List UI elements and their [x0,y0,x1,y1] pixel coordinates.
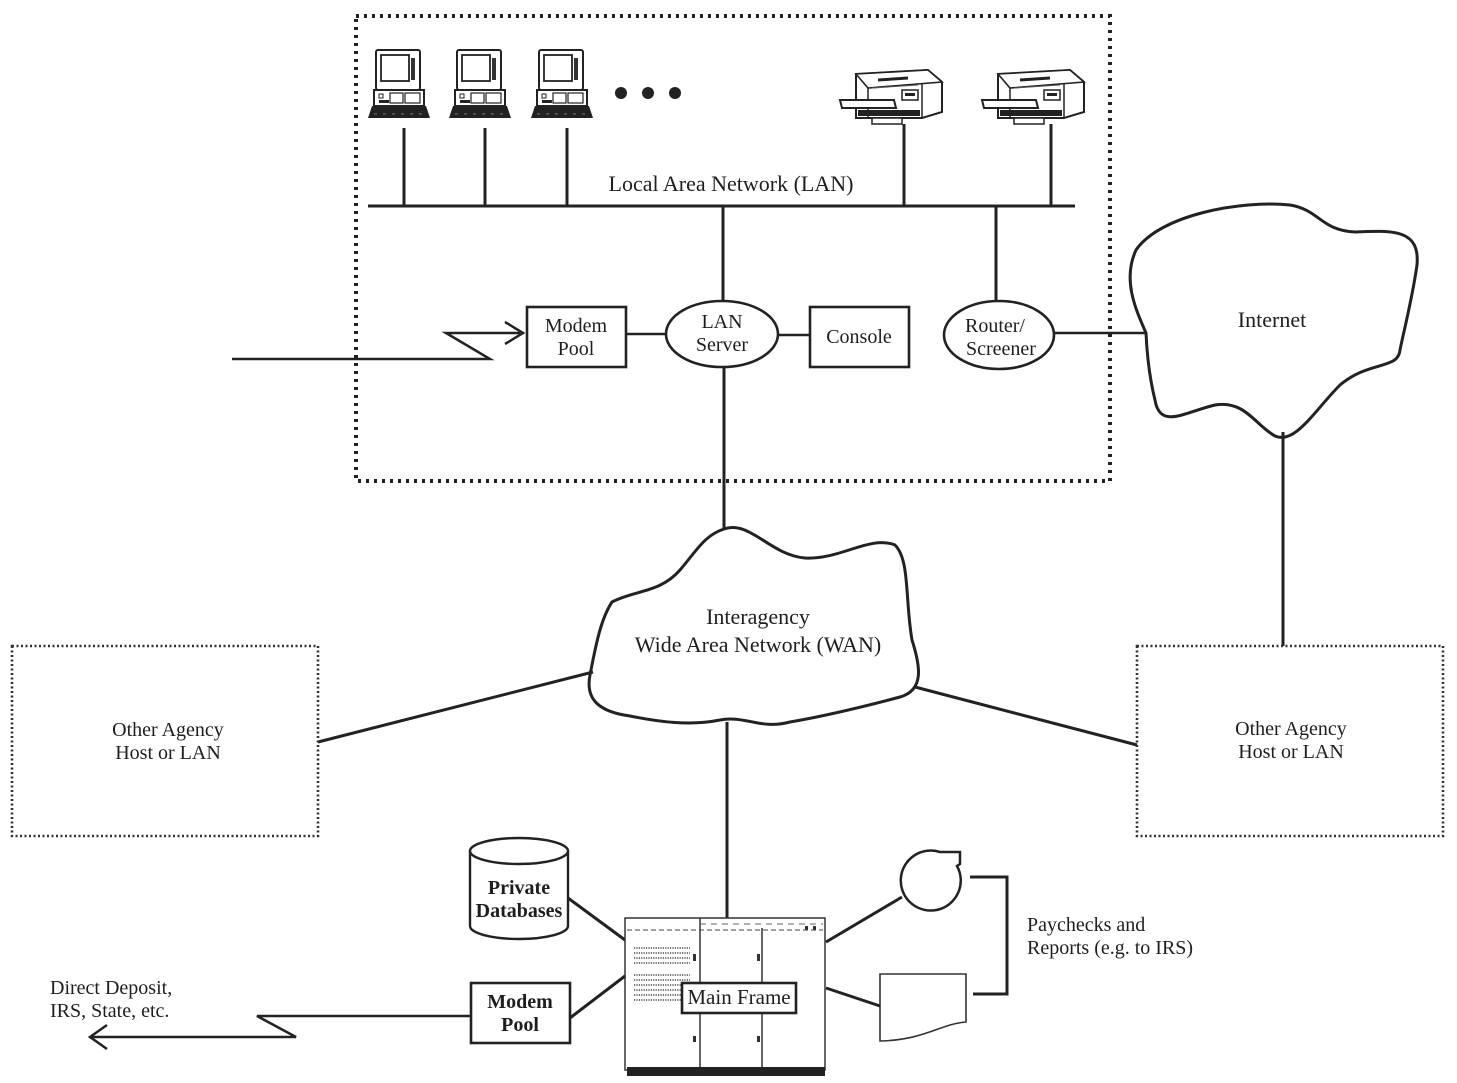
lan-server[interactable]: LAN Server [664,299,780,369]
external-outputs-line2: IRS, State, etc. [50,1000,169,1022]
other-agency-left-line1: Other Agency [112,719,224,741]
paychecks-line2: Reports (e.g. to IRS) [1027,937,1193,959]
printed-document[interactable] [879,973,967,1042]
mainframe-modem-pool-line1: Modem [487,991,553,1013]
router-line2: Screener [966,338,1036,360]
outbound-arrowhead-icon [87,1023,108,1051]
more-workstations-ellipsis-icon [615,87,681,99]
other-agency-right-line2: Host or LAN [1238,741,1344,763]
wan-line1: Interagency [706,604,810,629]
mainframe-label: Main Frame [687,985,790,1009]
desktop-computer-icon [367,49,431,119]
wan-line2: Wide Area Network (WAN) [635,632,882,657]
router-screener[interactable]: Router/ Screener [942,299,1056,371]
laser-printer-icon [980,68,1086,126]
external-outputs-line1: Direct Deposit, [50,977,172,999]
other-agency-right[interactable]: Other Agency Host or LAN [1135,644,1445,838]
dial-in-arrowhead-icon [504,320,526,346]
internet-cloud[interactable]: Internet [1128,202,1419,439]
desktop-computer-icon [448,49,512,119]
private-databases-line1: Private [488,877,550,899]
printed-document-icon [879,973,967,1042]
output-bracket [970,875,1009,996]
laser-printer-icon [838,68,944,126]
other-agency-left[interactable]: Other Agency Host or LAN [10,644,320,838]
paychecks-line1: Paychecks and [1027,914,1145,936]
router-line1: Router/ [965,315,1025,337]
workstation-3[interactable] [530,49,594,119]
printer-1[interactable] [838,68,944,126]
mainframe-modem-pool[interactable]: Modem Pool [469,981,572,1045]
lan-label: Local Area Network (LAN) [609,171,854,196]
lan-modem-pool-line1: Modem [545,315,608,337]
mainframe-to-document [825,986,881,1008]
lan-modem-pool[interactable]: Modem Pool [525,305,628,369]
modem-to-mainframe [569,974,626,1020]
other-agency-right-line1: Other Agency [1235,718,1347,740]
console-label: Console [826,326,892,348]
mainframe-to-tape [825,895,903,944]
lan-boundary [354,14,1112,483]
internet-label: Internet [1238,307,1306,332]
wan-cloud[interactable]: Interagency Wide Area Network (WAN) [587,526,921,726]
desktop-computer-icon [530,49,594,119]
dial-in-line [232,331,520,361]
other-agency-left-line2: Host or LAN [115,742,221,764]
private-databases[interactable]: Private Databases [468,836,570,941]
mainframe-modem-pool-line2: Pool [501,1014,539,1036]
console[interactable]: Console [808,305,911,369]
private-databases-line2: Databases [476,900,563,922]
wan-to-other-agency-left [317,670,594,744]
printer-2[interactable] [980,68,1086,126]
wan-to-other-agency-right [914,685,1138,747]
workstation-2[interactable] [448,49,512,119]
lan-modem-pool-line2: Pool [558,338,595,360]
tape-reel[interactable] [899,849,962,912]
database-cylinder-icon [468,836,570,941]
workstation-1[interactable] [367,49,431,119]
outbound-line [92,1014,471,1039]
lan-server-line1: LAN [701,311,742,333]
tape-reel-icon [899,849,962,912]
mainframe[interactable]: Main Frame [624,917,826,1076]
databases-to-mainframe [567,896,626,942]
lan-server-line2: Server [696,334,749,356]
